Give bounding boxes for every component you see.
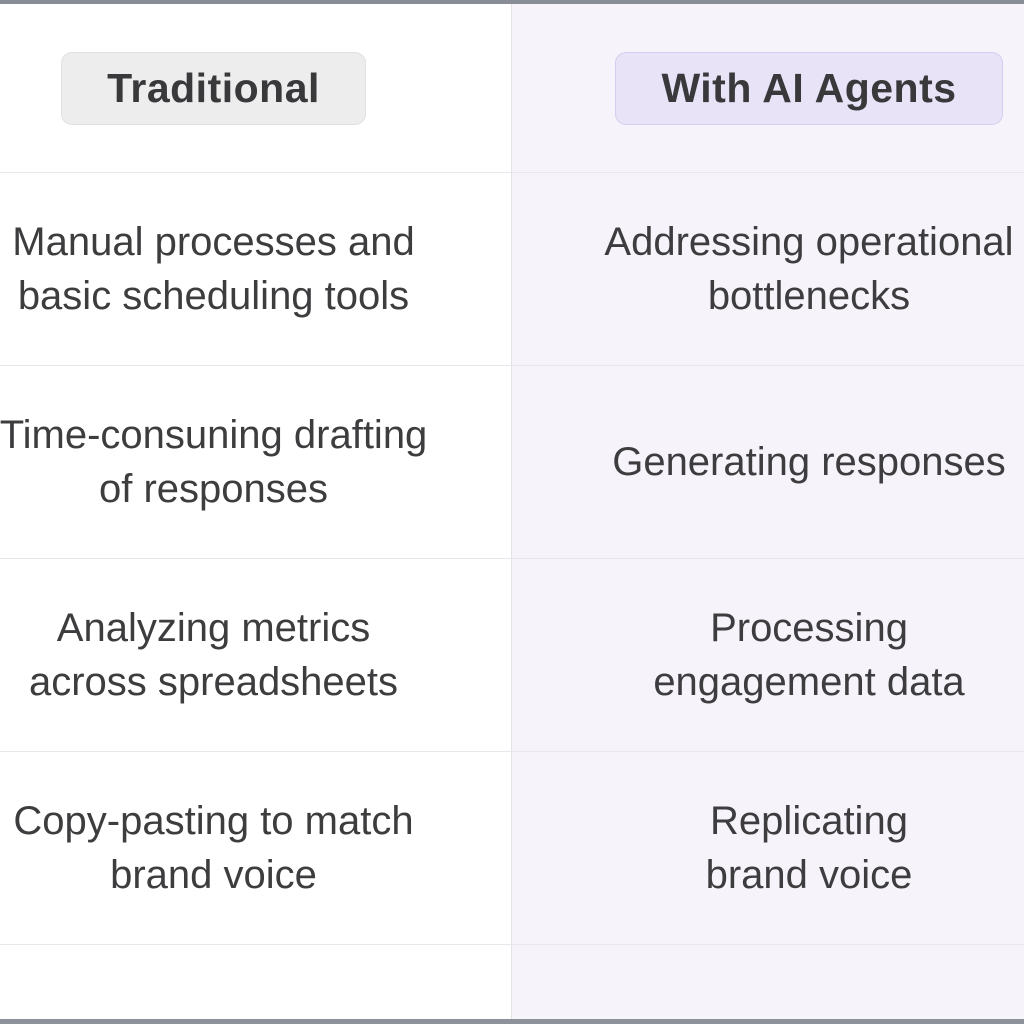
cell-traditional-drafting: Time-consuning drafting of responses bbox=[0, 366, 511, 558]
bottom-border-bar bbox=[0, 1019, 1024, 1024]
cell-empty-right bbox=[511, 945, 1024, 1019]
cell-text: Generating responses bbox=[612, 440, 1006, 484]
cell-text: Time-consuning drafting of responses bbox=[0, 413, 428, 511]
header-cell-traditional: Traditional bbox=[0, 4, 511, 172]
header-cell-with-ai-agents: With AI Agents bbox=[511, 4, 1024, 172]
table-row: Analyzing metrics across spreadsheets Pr… bbox=[0, 559, 1024, 752]
table-row: Copy-pasting to match brand voice Replic… bbox=[0, 752, 1024, 945]
cell-text: Copy-pasting to match brand voice bbox=[13, 799, 414, 897]
cell-text: Manual processes and basic scheduling to… bbox=[12, 220, 415, 318]
cell-text: Analyzing metrics across spreadsheets bbox=[28, 606, 399, 704]
traditional-header-badge: Traditional bbox=[61, 51, 366, 125]
cell-text: Replicating brand voice bbox=[705, 799, 913, 897]
with-ai-agents-header-badge: With AI Agents bbox=[615, 51, 1003, 125]
table-row: Time-consuning drafting of responses Gen… bbox=[0, 366, 1024, 559]
comparison-table: Traditional With AI Agents Manual proces… bbox=[0, 4, 1024, 1019]
top-border-bar bbox=[0, 0, 1024, 4]
cell-text: Processing engagement data bbox=[653, 606, 965, 704]
table-row: Manual processes and basic scheduling to… bbox=[0, 173, 1024, 366]
cell-ai-replicating-voice: Replicating brand voice bbox=[511, 752, 1024, 944]
table-header-row: Traditional With AI Agents bbox=[0, 4, 1024, 173]
cell-traditional-analyzing-metrics: Analyzing metrics across spreadsheets bbox=[0, 559, 511, 751]
cell-traditional-copy-pasting: Copy-pasting to match brand voice bbox=[0, 752, 511, 944]
table-row-partial bbox=[0, 945, 1024, 1019]
cell-ai-processing-engagement: Processing engagement data bbox=[511, 559, 1024, 751]
cell-ai-bottlenecks: Addressing operational bottlenecks bbox=[511, 173, 1024, 365]
cell-text: Addressing operational bottlenecks bbox=[604, 220, 1014, 318]
cell-traditional-processes: Manual processes and basic scheduling to… bbox=[0, 173, 511, 365]
cell-ai-generating-responses: Generating responses bbox=[511, 366, 1024, 558]
cell-empty-left bbox=[0, 945, 511, 1019]
